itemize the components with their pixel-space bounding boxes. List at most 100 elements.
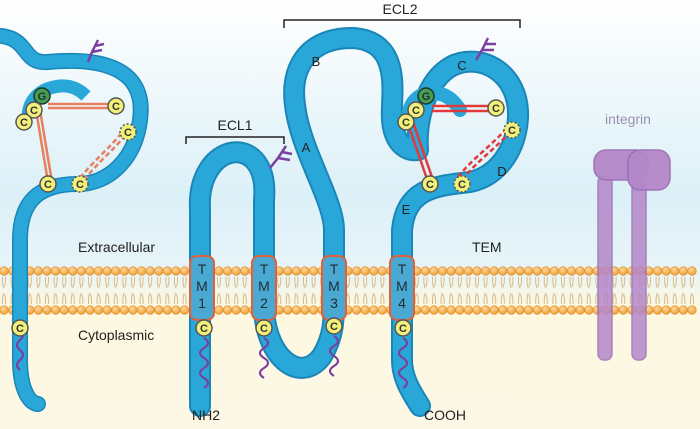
ecl2-cys-residue-4: C: [503, 121, 521, 139]
lipid-head: [119, 305, 129, 315]
lipid-head: [438, 305, 448, 315]
tm3-number: 3: [330, 295, 338, 311]
lipid-tail: [569, 292, 574, 304]
lipid-tail: [139, 277, 144, 289]
lipid-tail: [380, 277, 385, 289]
svg-text:C: C: [44, 179, 52, 191]
lipid-head: [93, 266, 104, 276]
lipid-head: [283, 305, 293, 315]
lipid-head: [111, 266, 121, 276]
lipid-tail: [88, 292, 92, 304]
ecl2-gly-residue: G: [417, 87, 435, 105]
lipid-tail: [36, 292, 41, 304]
left-cys-residue-palm: C: [11, 319, 29, 337]
svg-text:C: C: [200, 323, 208, 335]
lipid-head: [678, 266, 689, 276]
tm2-letter-t: T: [260, 261, 269, 277]
lipid-tail: [578, 292, 583, 304]
lipid-tail: [380, 292, 385, 304]
lipid-tail: [543, 292, 548, 304]
lipid-head: [618, 305, 628, 315]
lipid-tail: [483, 277, 488, 289]
lipid-head: [661, 266, 671, 276]
lipid-tail: [174, 292, 178, 304]
lipid-tail: [535, 277, 540, 289]
lipid-tail: [449, 277, 454, 289]
lipid-tail: [294, 292, 299, 304]
lipid-head: [558, 266, 568, 276]
ecl2-label: ECL2: [382, 1, 417, 17]
lipid-tail: [105, 292, 110, 304]
left-cys-residue-1: C: [25, 101, 43, 119]
region-label-e: E: [402, 202, 411, 217]
lipid-tail: [156, 292, 161, 304]
svg-text:G: G: [422, 91, 431, 103]
tm4-number: 4: [398, 295, 406, 311]
lipid-tail: [561, 292, 565, 304]
lipid-head: [154, 266, 164, 276]
main-protein: [188, 27, 530, 417]
lipid-head: [93, 305, 104, 315]
lipid-head: [506, 305, 517, 315]
lipid-tail: [225, 292, 230, 304]
lipid-head: [119, 266, 129, 276]
tm4-letter-m: M: [396, 278, 408, 294]
lipid-head: [76, 266, 86, 276]
lipid-tail: [483, 292, 488, 304]
lipid-head: [0, 305, 9, 315]
ecl1-glycan-icon: [269, 145, 293, 169]
tm-domain-1: T M 1: [189, 255, 215, 321]
lipid-head: [472, 266, 482, 276]
left-palmitoyl-chain: [15, 329, 25, 371]
ecl2-disulfide-bond-3b: [457, 128, 507, 178]
lipid-tail: [672, 292, 677, 304]
lipid-head: [145, 266, 155, 276]
svg-text:C: C: [508, 125, 516, 137]
lipid-head: [68, 266, 78, 276]
left-disulfide-bond-1b: [38, 109, 54, 183]
lipid-head: [360, 266, 370, 276]
lipid-tail: [363, 292, 368, 304]
integrin-protein: integrin: [593, 111, 671, 361]
left-cys-residue-5: C: [39, 175, 57, 193]
lipid-tail: [672, 277, 677, 289]
tm3-letter-m: M: [328, 278, 340, 294]
region-label-c: C: [457, 58, 466, 73]
lipid-head: [369, 305, 379, 315]
region-label-a: A: [302, 140, 311, 155]
lipid-tail: [586, 292, 591, 304]
lipid-tail: [113, 277, 118, 289]
lipid-tail: [234, 277, 239, 289]
ecl2-bracket: ECL2: [283, 1, 521, 28]
lipid-tail: [492, 277, 497, 289]
lipid-head: [102, 305, 112, 315]
tm3-letter-t: T: [330, 261, 339, 277]
lipid-head: [300, 305, 310, 315]
left-disulfide-bond-1: [34, 109, 50, 183]
lipid-tail: [535, 292, 540, 304]
lipid-tail: [45, 277, 49, 289]
lipid-head: [85, 305, 95, 315]
lipid-tail: [432, 277, 436, 289]
lipid-head: [128, 266, 138, 276]
lipid-tail: [131, 292, 135, 304]
cyt-cys-residue-4: C: [394, 319, 412, 337]
lipid-head: [481, 266, 491, 276]
lipid-tail: [414, 292, 419, 304]
lipid-tail: [647, 277, 651, 289]
lipid-tail: [552, 292, 557, 304]
lipid-tail: [242, 277, 247, 289]
tm2-number: 2: [260, 295, 268, 311]
lipid-head: [68, 305, 78, 315]
lipid-head: [300, 266, 310, 276]
lipid-tail: [655, 277, 660, 289]
svg-text:C: C: [402, 117, 410, 129]
lipid-head: [33, 266, 44, 276]
lipid-head: [420, 305, 431, 315]
lipid-head: [429, 305, 439, 315]
lipid-tail: [681, 292, 686, 304]
lipid-tail: [285, 277, 290, 289]
left-protein-backbone-fill: [0, 29, 148, 411]
lipid-tail: [690, 277, 694, 289]
lipid-tail: [62, 277, 67, 289]
